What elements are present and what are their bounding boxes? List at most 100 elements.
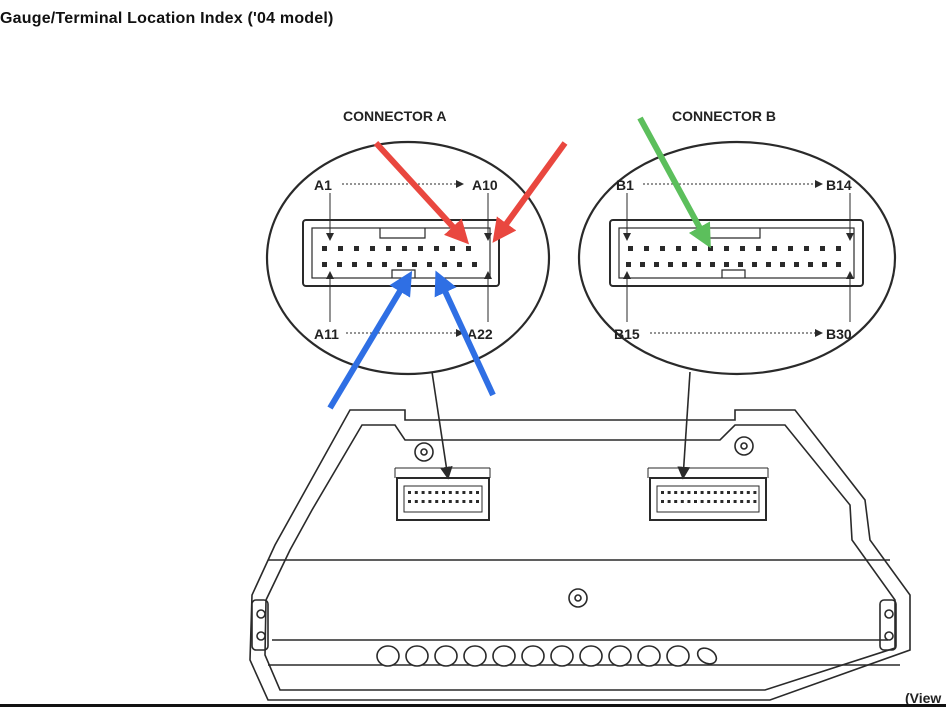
red-arrow-a10-right <box>492 141 568 243</box>
connector-a-pin <box>386 246 391 251</box>
gauge-socket-pin <box>746 500 750 503</box>
gauge-socket-pin <box>700 491 704 494</box>
label-b30: B30 <box>826 326 852 342</box>
connector-b-pin <box>660 246 665 251</box>
connector-a-pin <box>442 262 447 267</box>
connector-a-pin <box>418 246 423 251</box>
connector-b-leader <box>677 371 691 480</box>
gauge-socket-pin <box>713 500 717 503</box>
gauge-socket-pin <box>687 500 691 503</box>
connector-b-pin <box>820 246 825 251</box>
view-note: (View <box>905 690 942 706</box>
connector-b-pin <box>654 262 659 267</box>
label-a1: A1 <box>314 177 332 193</box>
gauge-socket-pin <box>442 500 445 503</box>
connector-b-pin <box>724 246 729 251</box>
connector-a-pin <box>382 262 387 267</box>
gauge-socket-pin <box>680 491 684 494</box>
connector-a-pin <box>337 262 342 267</box>
connector-a-pin <box>352 262 357 267</box>
connector-b-pin <box>836 246 841 251</box>
gauge-socket-pin <box>661 491 664 494</box>
connector-b-pin <box>708 246 713 251</box>
connector-b-pin <box>766 262 771 267</box>
connector-a-leader <box>431 371 453 480</box>
gauge-socket-pin <box>727 491 730 494</box>
gauge-socket-pin <box>727 500 730 503</box>
gauge-socket-pin <box>674 491 678 494</box>
gauge-socket-pin <box>687 491 691 494</box>
gauge-socket-pin <box>408 491 411 494</box>
gauge-socket-pin <box>674 500 678 503</box>
gauge-socket-pin <box>435 500 439 503</box>
gauge-socket-pin <box>746 491 750 494</box>
connector-b-pin <box>682 262 687 267</box>
gauge-socket-pin <box>428 491 432 494</box>
connector-b-pin <box>676 246 681 251</box>
connector-b-pin <box>692 246 697 251</box>
connector-b-pin <box>738 262 743 267</box>
indicator-lamp-hole <box>405 645 429 667</box>
connector-b-callout: B1 B14 B15 B30 <box>577 140 897 376</box>
indicator-lamp-hole <box>579 645 603 667</box>
blue-arrow-a-right <box>434 270 496 397</box>
gauge-socket-pin <box>753 491 757 494</box>
connector-a-pin <box>338 246 343 251</box>
connector-b-pin <box>808 262 813 267</box>
gauge-assembly <box>249 409 911 701</box>
connector-b-pin <box>780 262 785 267</box>
gauge-socket-pin <box>462 491 466 494</box>
gauge-socket-pin <box>414 500 418 503</box>
connector-a-pins <box>322 246 477 267</box>
indicator-lamp-hole <box>463 645 487 667</box>
connector-a-pin <box>427 262 432 267</box>
gauge-socket-pin <box>700 500 704 503</box>
gauge-socket-pin <box>694 500 697 503</box>
gauge-socket-pin <box>680 500 684 503</box>
connector-b-pin <box>640 262 645 267</box>
indicator-lamp-hole <box>696 647 718 665</box>
connector-b-pin <box>836 262 841 267</box>
connector-a-pin <box>457 262 462 267</box>
gauge-socket-pin <box>707 491 711 494</box>
indicator-lamp-hole <box>434 645 458 667</box>
connector-b-pins <box>626 246 841 267</box>
gauge-socket-pin <box>428 500 432 503</box>
connector-b-pin <box>804 246 809 251</box>
gauge-socket-pin <box>667 500 671 503</box>
connector-b-pin <box>626 262 631 267</box>
connector-b-title: CONNECTOR B <box>672 108 776 124</box>
connector-a-pin <box>412 262 417 267</box>
connector-b-pin <box>696 262 701 267</box>
indicator-lamp-hole <box>666 645 690 667</box>
gauge-socket-pin <box>476 491 479 494</box>
indicator-lamp-hole <box>637 645 661 667</box>
red-arrow-a10-left <box>373 140 470 245</box>
gauge-socket-pin <box>707 500 711 503</box>
connector-b-pin <box>788 246 793 251</box>
label-b1: B1 <box>616 177 634 193</box>
gauge-socket-pin <box>469 500 473 503</box>
bottom-rule <box>0 704 946 707</box>
connector-b-pin <box>740 246 745 251</box>
connector-a-pin <box>397 262 402 267</box>
gauge-socket-pin <box>720 491 724 494</box>
label-b15: B15 <box>614 326 640 342</box>
gauge-socket-pin <box>408 500 411 503</box>
connector-a-pin <box>370 246 375 251</box>
gauge-socket-pin <box>661 500 664 503</box>
indicator-lamp-hole <box>608 645 632 667</box>
gauge-socket-pin <box>414 491 418 494</box>
label-a10: A10 <box>472 177 498 193</box>
connector-b-pin <box>724 262 729 267</box>
gauge-socket-pin <box>740 500 744 503</box>
connector-b-pin <box>772 246 777 251</box>
gauge-socket-pin <box>462 500 466 503</box>
connector-b-pin <box>756 246 761 251</box>
gauge-socket-pin <box>455 500 459 503</box>
connector-b-pin <box>794 262 799 267</box>
gauge-socket-pin <box>469 491 473 494</box>
gauge-socket-pin <box>713 491 717 494</box>
connector-a-pin <box>354 246 359 251</box>
